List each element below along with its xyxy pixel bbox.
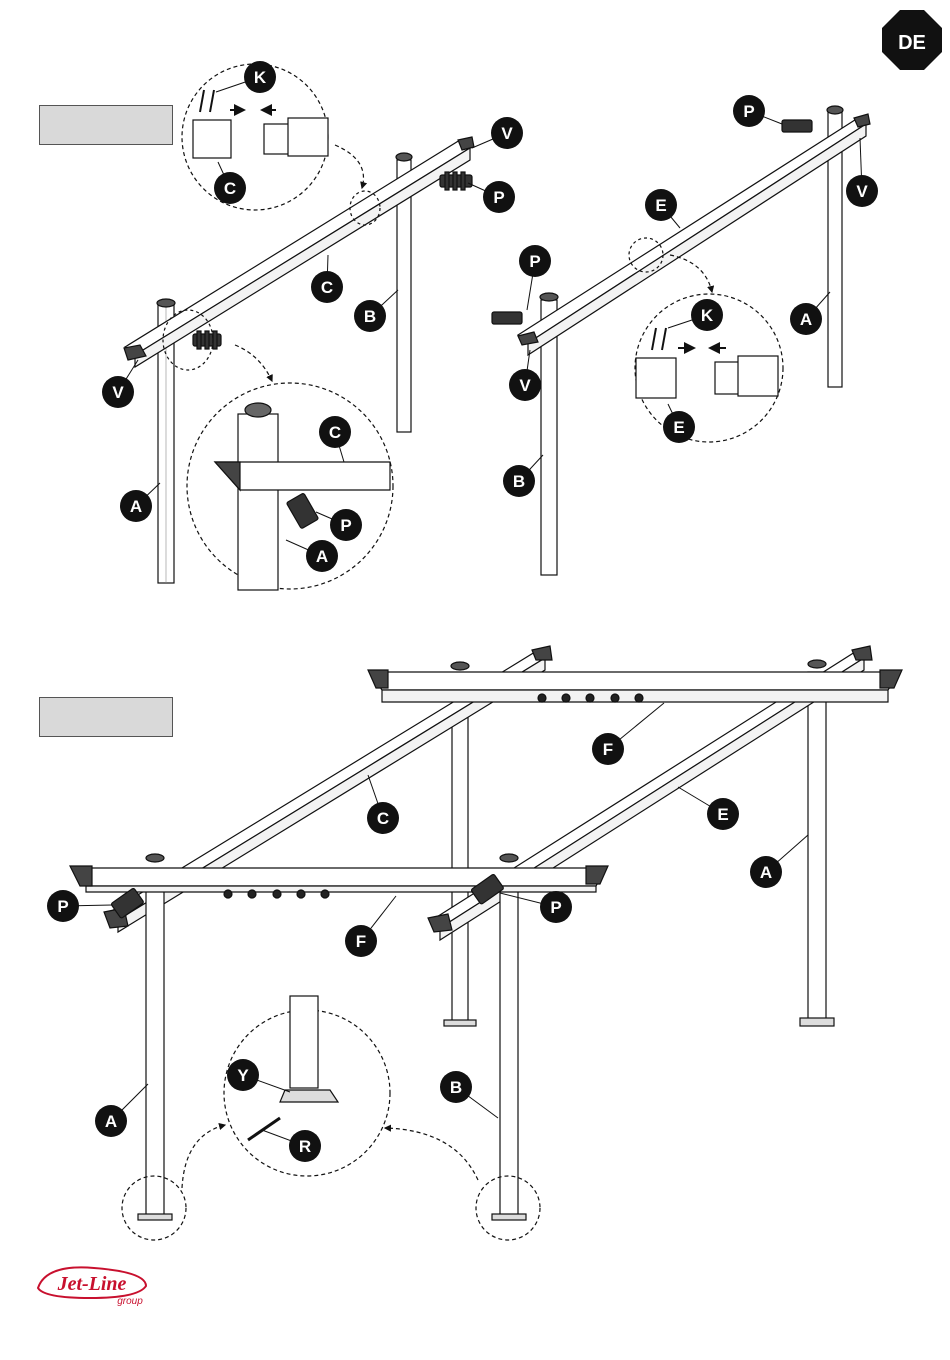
jet-line-logo: Jet-Line group	[34, 1258, 154, 1308]
part-label-v: V	[856, 182, 868, 201]
part-label-f: F	[603, 740, 613, 759]
part-label-p: P	[529, 252, 540, 271]
part-label-v: V	[519, 376, 531, 395]
part-label-e: E	[655, 196, 666, 215]
part-label-k: K	[701, 306, 714, 325]
part-label-e: E	[673, 418, 684, 437]
post-back-left	[452, 676, 468, 1022]
part-label-k: K	[254, 68, 267, 87]
bottom-assembly	[70, 646, 902, 1240]
svg-text:Jet-Line: Jet-Line	[57, 1273, 127, 1295]
post-front-a	[146, 890, 164, 1218]
part-label-f: F	[356, 932, 366, 951]
part-label-r: R	[299, 1137, 311, 1156]
part-label-c: C	[377, 809, 389, 828]
beam-f-back	[370, 672, 900, 690]
part-label-p: P	[743, 102, 754, 121]
part-label-b: B	[513, 472, 525, 491]
beam-f-front	[72, 868, 606, 886]
post-back-right	[808, 672, 826, 1020]
part-label-a: A	[800, 310, 812, 329]
part-label-b: B	[364, 307, 376, 326]
part-label-a: A	[130, 497, 142, 516]
top-right-assembly	[492, 106, 870, 575]
part-label-p: P	[340, 516, 351, 535]
svg-text:group: group	[117, 1296, 143, 1307]
part-label-c: C	[321, 278, 333, 297]
top-left-assembly	[124, 64, 474, 590]
connector-p-2	[193, 331, 221, 349]
part-label-a: A	[316, 547, 328, 566]
beam-c	[125, 140, 470, 355]
post-front-b	[500, 890, 518, 1218]
part-label-c: C	[329, 423, 341, 442]
part-label-v: V	[501, 124, 513, 143]
part-label-c: C	[224, 179, 236, 198]
part-label-p: P	[493, 188, 504, 207]
part-label-v: V	[112, 383, 124, 402]
part-label-a: A	[760, 863, 772, 882]
connector-p-1	[440, 172, 472, 190]
part-label-b: B	[450, 1078, 462, 1097]
part-label-p: P	[57, 897, 68, 916]
part-label-a: A	[105, 1112, 117, 1131]
part-label-e: E	[717, 805, 728, 824]
part-label-y: Y	[237, 1066, 249, 1085]
part-label-p: P	[550, 898, 561, 917]
sleeve-left	[193, 120, 231, 158]
